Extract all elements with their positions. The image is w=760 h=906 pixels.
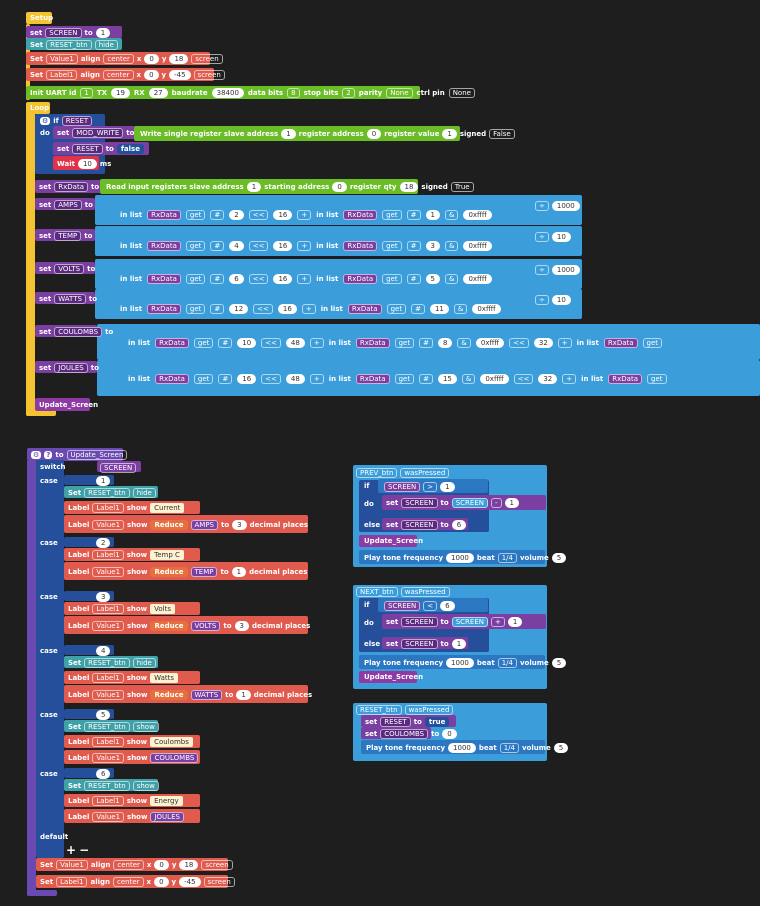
add-case-button[interactable]: + [66, 843, 77, 857]
gear-icon[interactable]: ⚙ [40, 117, 51, 125]
case-number[interactable]: 3 [96, 592, 111, 602]
coulombs-expression[interactable] [97, 324, 760, 360]
call-update-screen[interactable] [35, 398, 90, 411]
func-rail [27, 460, 36, 896]
set-label1-align-block[interactable] [26, 68, 214, 81]
prev-call-update[interactable] [359, 535, 417, 547]
reset-btn-dropdown[interactable]: RESET_btn [46, 40, 92, 50]
gear-icon[interactable]: ⚙ [31, 451, 42, 459]
case-number[interactable]: 5 [96, 710, 111, 720]
set-value1-align-block[interactable] [26, 52, 210, 65]
switch-var[interactable] [97, 461, 141, 472]
case-number[interactable]: 4 [96, 646, 111, 656]
case-number[interactable]: 1 [96, 476, 111, 486]
loop-rail [26, 112, 35, 416]
reset-var[interactable]: RESET [61, 116, 93, 126]
loop-footer [26, 408, 56, 416]
help-icon[interactable]: ? [44, 451, 53, 459]
case-number[interactable]: 6 [96, 769, 111, 779]
screen-init-value[interactable]: 1 [95, 28, 111, 38]
hide-dropdown[interactable]: hide [94, 40, 118, 50]
remove-case-button[interactable]: − [79, 843, 90, 857]
switch-rail [36, 460, 64, 858]
setup-hat[interactable] [26, 12, 52, 24]
next-call-update[interactable] [359, 671, 417, 683]
func-footer [27, 890, 57, 896]
set-reset-btn-block[interactable] [26, 38, 122, 50]
setup-hat-label: Setup [30, 14, 54, 22]
screen-var-dropdown[interactable]: SCREEN [45, 28, 82, 38]
joules-expression[interactable] [97, 360, 760, 396]
case-number[interactable]: 2 [96, 538, 111, 548]
loop-hat[interactable] [26, 102, 50, 114]
